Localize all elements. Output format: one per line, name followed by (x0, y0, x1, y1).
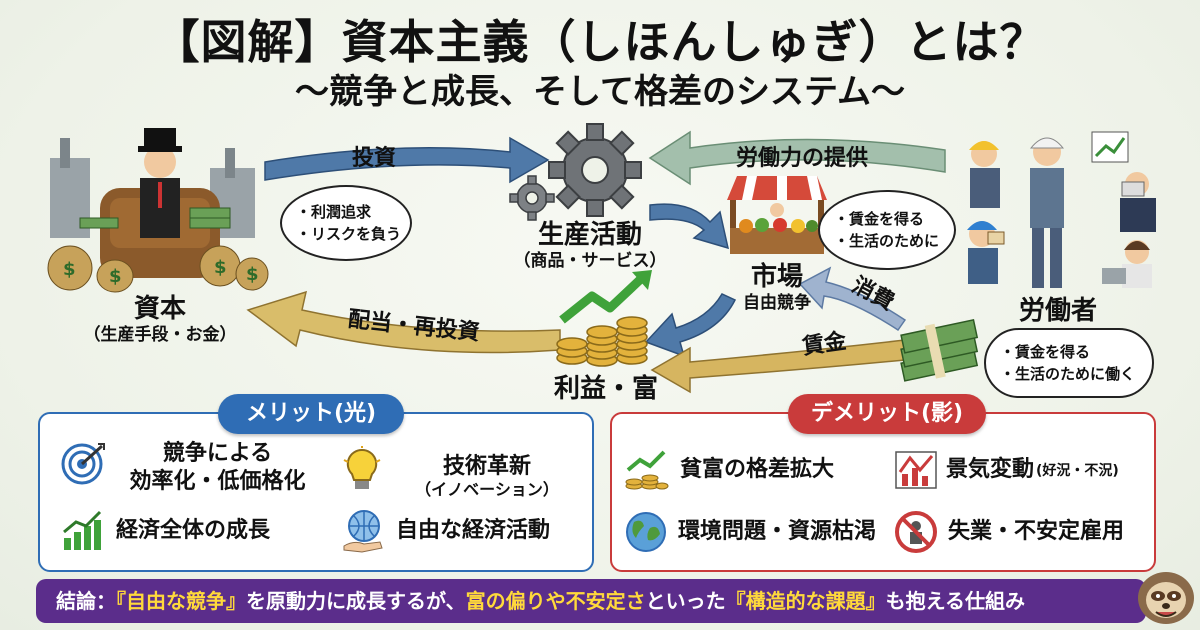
worker-bubble-top-line-2: ・生活のために (834, 232, 940, 250)
capital-bubble: ・利潤追求 ・リスクを負う (280, 185, 412, 261)
fluctuation-chart-icon (895, 451, 937, 489)
demerit-business-cycle-sub: (好況・不況) (1036, 463, 1119, 479)
demerits-heading: デメリット(影) (788, 394, 986, 434)
capital-bubble-line-2: ・リスクを負う (296, 225, 402, 243)
merits-heading: メリット(光) (218, 394, 404, 434)
svg-text:$: $ (63, 259, 76, 280)
merit-freedom-text: 自由な経済活動 (396, 518, 551, 543)
worker-bubble-bottom: ・賃金を得る ・生活のために働く (984, 328, 1154, 398)
capital-bubble-line-1: ・利潤追求 (296, 203, 372, 221)
money-stack-icon (900, 318, 979, 382)
demerit-item-inequality: 貧富の格差拡大 (624, 448, 834, 492)
market-stall-illustration (727, 176, 827, 254)
production-sublabel: （商品・サービス） (513, 251, 667, 271)
merit-item-efficiency (60, 440, 106, 486)
earth-icon (626, 512, 666, 552)
wage-arrow (650, 339, 906, 394)
conclusion-highlight-1: 『自由な競争』 (116, 589, 246, 613)
demerit-item-unemployment: 失業・不安定雇用 (894, 510, 1124, 554)
merit-item-innovation (342, 446, 382, 494)
consumption-arrow (798, 266, 907, 332)
merit-efficiency-text: 競争による 効率化・低価格化 (129, 441, 306, 494)
worker-label: 労働者 (1018, 296, 1097, 326)
conclusion-middle-2: といった (645, 589, 726, 613)
target-icon (61, 443, 105, 485)
capitalist-illustration: $ $ $ $ (47, 128, 269, 293)
conclusion-highlight-2: 富の偏りや不安定さ (465, 589, 646, 613)
demerit-unemployment-text: 失業・不安定雇用 (948, 519, 1125, 544)
conclusion-bar: 結論：『自由な競争』を原動力に成長するが、富の偏りや不安定さといった『構造的な課… (36, 579, 1146, 623)
worker-bubble-bottom-line-1: ・賃金を得る (1000, 343, 1091, 361)
production-to-market-arrow (649, 203, 730, 250)
svg-text:$: $ (246, 264, 259, 285)
market-sublabel: 自由競争 (743, 293, 811, 313)
labor-arrow (648, 130, 946, 186)
worker-bubble-top-line-1: ・賃金を得る (834, 210, 925, 228)
merits-panel (38, 412, 594, 572)
coins-chart-icon (625, 450, 669, 490)
no-entry-icon (895, 511, 937, 553)
growth-chart-icon (63, 510, 102, 550)
merit-item-freedom: 自由な経済活動 (340, 508, 550, 554)
dividend-arrow (246, 290, 561, 354)
demerit-business-cycle-text: 景気変動 (946, 457, 1035, 482)
sloth-mascot-icon (1138, 572, 1194, 624)
worker-bubble-bottom-line-2: ・生活のために働く (1000, 365, 1136, 383)
workers-illustration (967, 131, 1156, 288)
merit-innovation-text: 技術革新 (442, 454, 531, 479)
investment-arrow (264, 136, 550, 184)
capital-sublabel: （生産手段・お金） (83, 325, 237, 345)
conclusion-middle-1: を原動力に成長するが、 (246, 589, 466, 613)
page-title: 【図解】資本主義（しほんしゅぎ）とは？ (153, 15, 1047, 69)
demerit-inequality-text: 貧富の格差拡大 (680, 457, 835, 482)
page-subtitle: 〜競争と成長、そして格差のシステム〜 (295, 72, 905, 112)
coins-growth-illustration (556, 270, 652, 367)
capital-label: 資本 (133, 294, 186, 324)
production-label: 生産活動 (537, 220, 642, 250)
wage-label: 賃金 (800, 329, 848, 360)
worker-bubble-top: ・賃金を得る ・生活のために (818, 190, 956, 270)
profit-label: 利益・富 (553, 374, 658, 404)
conclusion-highlight-3: 『構造的な課題』 (725, 589, 886, 613)
demerit-item-business-cycle: 景気変動 (好況・不況) (894, 448, 1119, 492)
conclusion-suffix: も抱える仕組み (885, 589, 1026, 613)
lightbulb-icon (343, 446, 381, 489)
investment-label: 投資 (352, 146, 397, 171)
svg-text:$: $ (214, 257, 227, 278)
merit-innovation-sub: （イノベーション） (415, 480, 559, 499)
demerit-environment-text: 環境問題・資源枯渇 (678, 519, 877, 544)
svg-text:$: $ (109, 266, 122, 287)
conclusion-prefix: 結論： (56, 589, 116, 613)
demerit-item-environment: 環境問題・資源枯渇 (624, 510, 876, 554)
globe-hand-icon (343, 510, 383, 553)
merit-growth-text: 経済全体の成長 (116, 518, 271, 543)
gear-icon (509, 123, 642, 221)
merit-item-growth: 経済全体の成長 (60, 510, 270, 552)
labor-label: 労働力の提供 (736, 146, 869, 171)
market-label: 市場 (750, 262, 803, 292)
